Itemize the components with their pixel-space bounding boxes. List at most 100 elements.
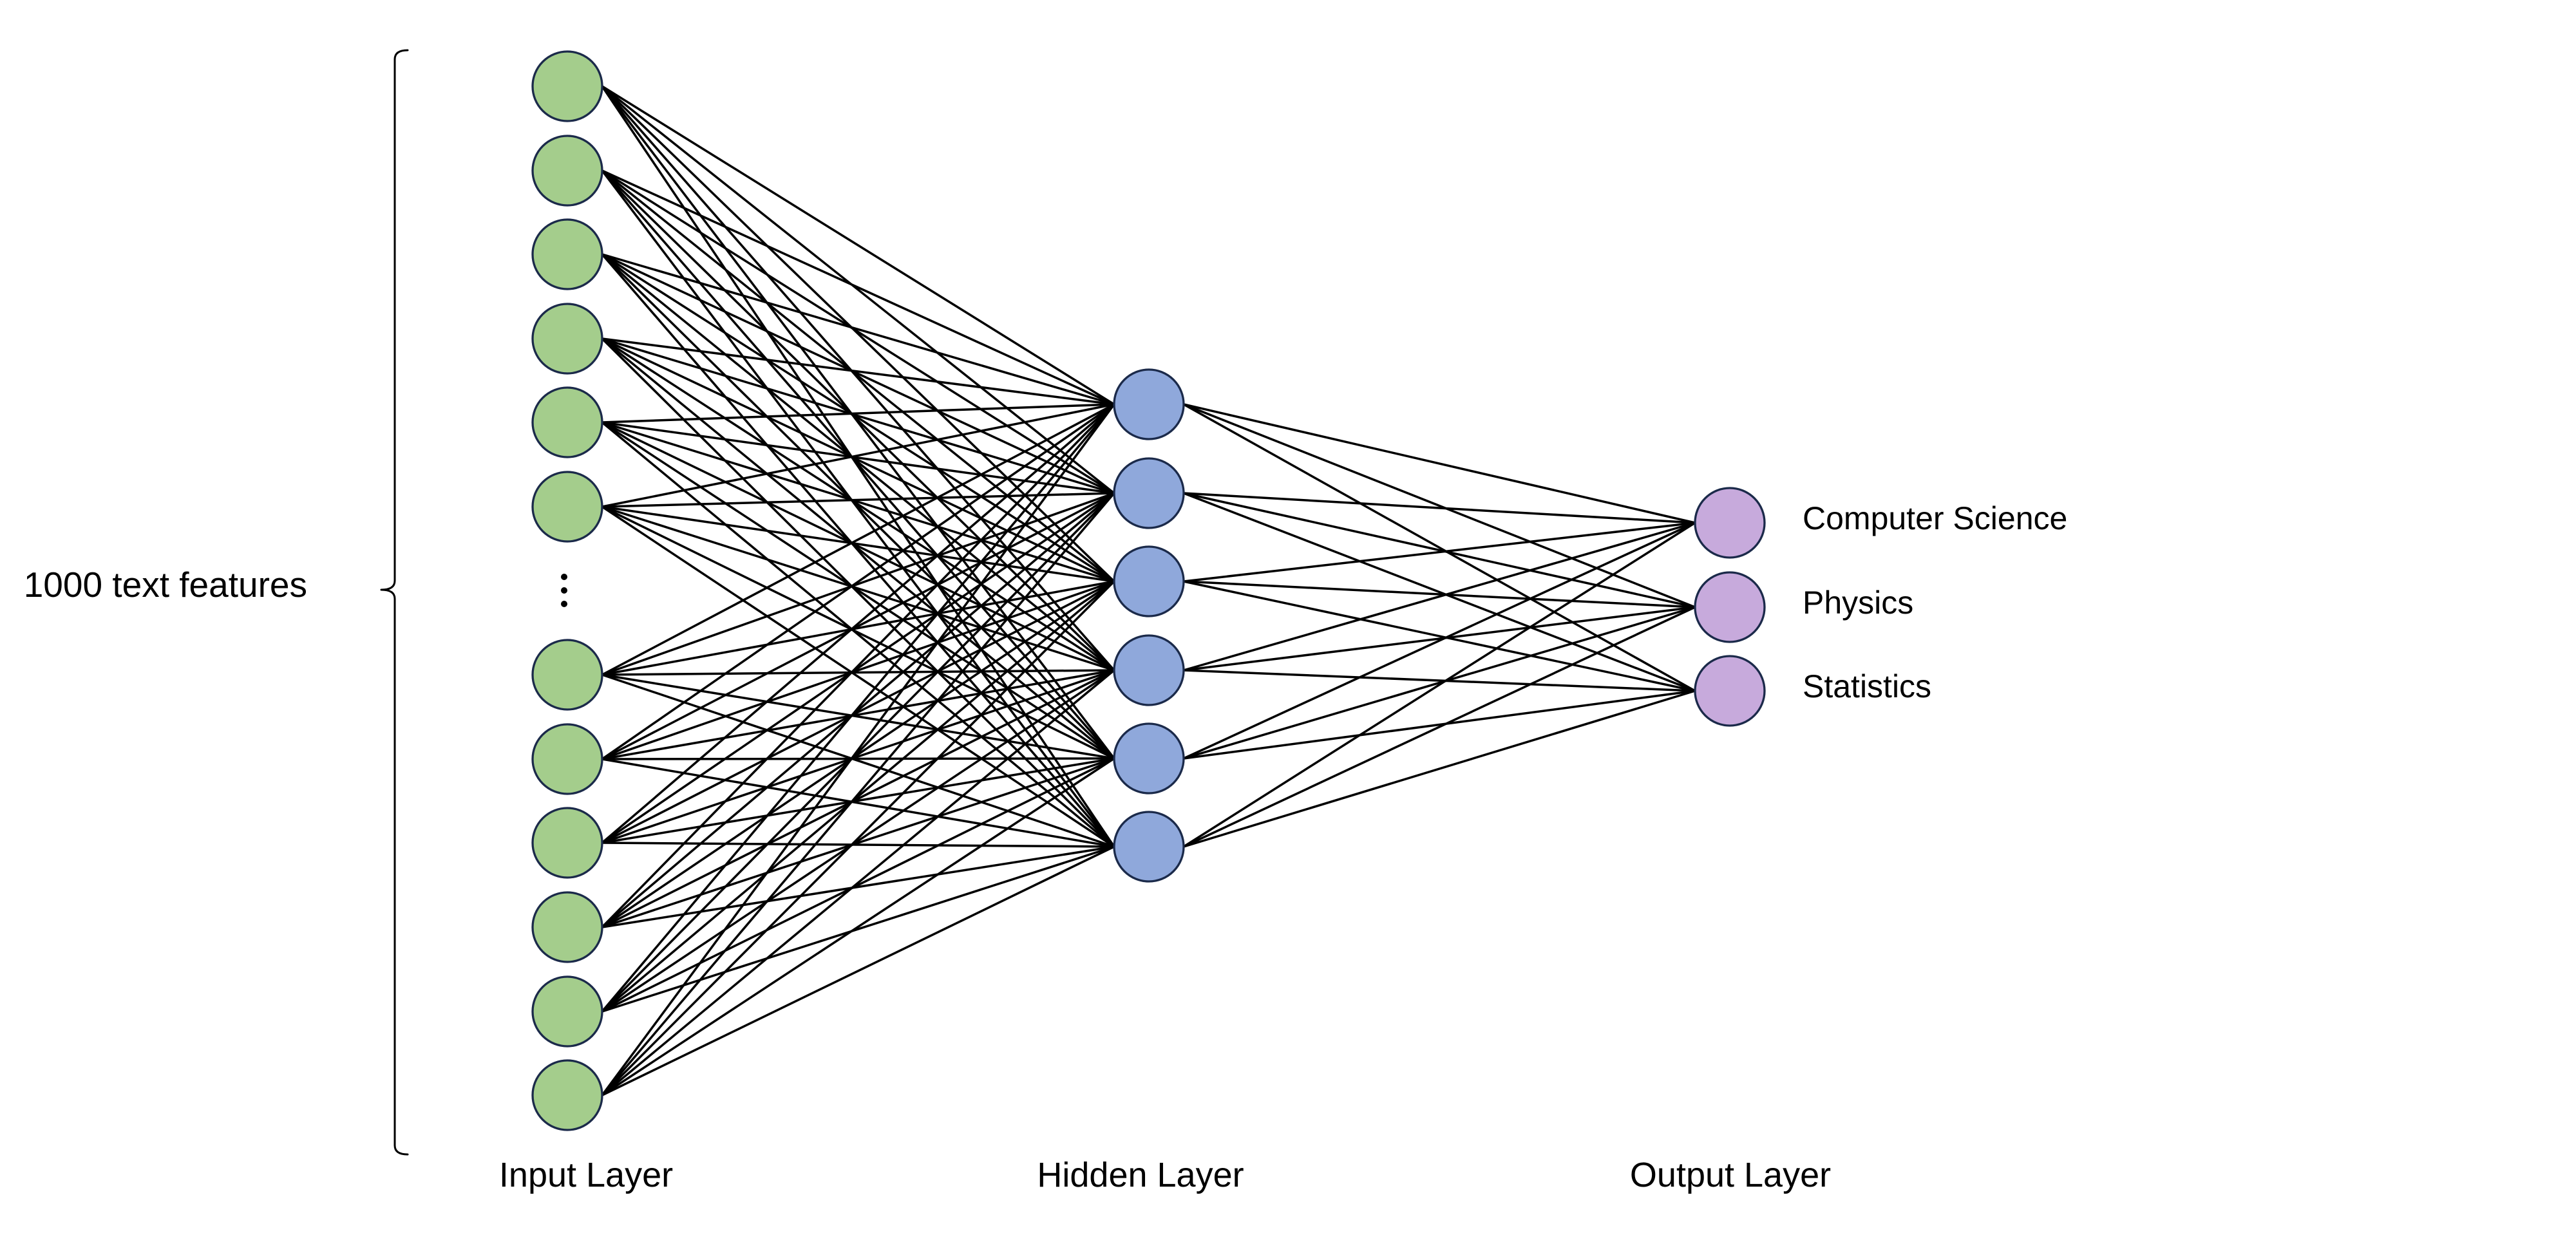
edge-input-to-hidden <box>601 580 1115 1013</box>
input-node <box>531 1059 603 1131</box>
output-class-label: Computer Science <box>1803 500 2067 536</box>
input-node <box>531 807 603 879</box>
edge-input-to-hidden <box>601 403 1115 676</box>
edge-input-to-hidden <box>601 669 1115 676</box>
edge-input-to-hidden <box>601 253 1115 406</box>
output-class-label: Physics <box>1803 585 1913 621</box>
edge-input-to-hidden <box>601 337 1115 406</box>
edge-input-to-hidden <box>601 403 1115 844</box>
edge-input-to-hidden <box>601 492 1115 508</box>
edge-input-to-hidden <box>601 669 1115 844</box>
edge-input-to-hidden <box>601 580 1115 676</box>
edge-input-to-hidden <box>601 421 1115 494</box>
edge-hidden-to-output <box>1183 403 1696 524</box>
edge-input-to-hidden <box>601 492 1115 928</box>
output-node <box>1694 571 1766 643</box>
edge-hidden-to-output <box>1183 606 1696 672</box>
edge-input-to-hidden <box>601 492 1115 676</box>
edge-hidden-to-output <box>1183 580 1696 608</box>
edge-input-to-hidden <box>601 85 1115 406</box>
ellipsis-dot <box>561 587 567 594</box>
edge-input-to-hidden <box>601 492 1115 760</box>
edge-input-to-hidden <box>601 505 1115 848</box>
edge-input-to-hidden <box>601 845 1115 1013</box>
input-node <box>531 639 603 711</box>
input-node <box>531 135 603 207</box>
input-node <box>531 386 603 458</box>
edge-input-to-hidden <box>601 169 1115 583</box>
layer-label-output: Output Layer <box>1630 1156 1831 1194</box>
layer-label-hidden: Hidden Layer <box>1037 1156 1244 1194</box>
edge-input-to-hidden <box>601 421 1115 672</box>
edge-hidden-to-output <box>1183 403 1696 692</box>
edge-input-to-hidden <box>601 253 1115 848</box>
edge-hidden-to-output <box>1183 606 1696 760</box>
edge-input-to-hidden <box>601 253 1115 583</box>
edge-input-to-hidden <box>601 580 1115 928</box>
edge-input-to-hidden <box>601 669 1115 928</box>
edge-input-to-hidden <box>601 403 1115 760</box>
edge-input-to-hidden <box>601 253 1115 672</box>
edge-input-to-hidden <box>601 403 1115 1013</box>
edge-input-to-hidden <box>601 421 1115 760</box>
output-node <box>1694 487 1766 559</box>
edge-input-to-hidden <box>601 673 1115 760</box>
edge-input-to-hidden <box>601 421 1115 583</box>
edge-input-to-hidden <box>601 757 1115 844</box>
edge-input-to-hidden <box>601 580 1115 844</box>
input-node <box>531 471 603 543</box>
edge-input-to-hidden <box>601 492 1115 1096</box>
edge-input-to-hidden <box>601 505 1115 672</box>
layer-label-input: Input Layer <box>499 1156 673 1194</box>
output-nodes <box>1694 487 1766 727</box>
edge-input-to-hidden <box>601 337 1115 760</box>
hidden-node <box>1113 545 1185 617</box>
edge-hidden-to-output <box>1183 690 1696 848</box>
edge-input-to-hidden <box>601 757 1115 760</box>
edge-input-to-hidden <box>601 169 1115 672</box>
edge-input-to-hidden <box>601 758 1115 848</box>
edge-hidden-to-output <box>1183 580 1696 692</box>
edge-hidden-to-output <box>1183 522 1696 672</box>
edge-input-to-hidden <box>601 757 1115 1013</box>
hidden-nodes <box>1113 368 1185 883</box>
edge-input-to-hidden <box>601 505 1115 583</box>
edge-input-to-hidden <box>601 757 1115 1096</box>
edge-input-to-hidden <box>601 169 1115 406</box>
edge-input-to-hidden <box>601 580 1115 1096</box>
edge-hidden-to-output <box>1183 522 1696 583</box>
edge-input-to-hidden <box>601 169 1115 494</box>
edge-input-to-hidden <box>601 337 1115 494</box>
edge-input-to-hidden <box>601 85 1115 494</box>
edge-input-to-hidden <box>601 421 1115 848</box>
edge-input-to-hidden <box>601 669 1115 760</box>
edge-input-to-hidden <box>601 845 1115 928</box>
edge-input-to-hidden <box>601 85 1115 672</box>
edge-input-to-hidden <box>601 505 1115 760</box>
edge-input-to-hidden <box>601 403 1115 1096</box>
edge-hidden-to-output <box>1183 522 1696 760</box>
edge-input-to-hidden <box>601 337 1115 583</box>
edge-input-to-hidden <box>601 403 1115 928</box>
edge-hidden-to-output <box>1183 522 1696 848</box>
hidden-node <box>1113 722 1185 795</box>
edge-input-to-hidden <box>601 169 1115 848</box>
edge-input-to-hidden <box>601 669 1115 1096</box>
edge-input-to-hidden <box>601 403 1115 508</box>
edge-input-to-hidden <box>601 253 1115 494</box>
edge-hidden-to-output <box>1183 690 1696 760</box>
edge-input-to-hidden <box>601 673 1115 848</box>
edge-hidden-to-output <box>1183 403 1696 608</box>
edge-hidden-to-output <box>1183 606 1696 848</box>
hidden-node <box>1113 634 1185 706</box>
hidden-node <box>1113 457 1185 529</box>
edge-input-to-hidden <box>601 580 1115 760</box>
edge-input-to-hidden <box>601 492 1115 844</box>
edge-hidden-to-output <box>1183 669 1696 692</box>
output-node <box>1694 655 1766 727</box>
edge-input-to-hidden <box>601 253 1115 760</box>
edge-hidden-to-output <box>1183 492 1696 524</box>
